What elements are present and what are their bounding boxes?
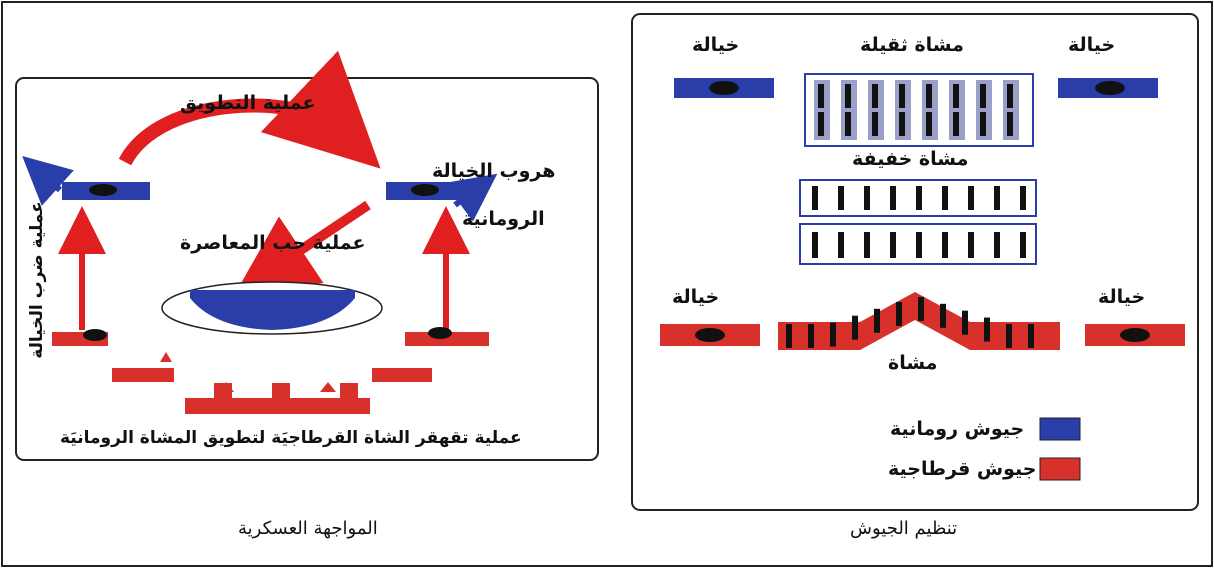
soldier-icon <box>830 322 836 347</box>
right-panel-frame <box>631 13 1199 511</box>
right-panel-caption: تنظيم الجيوش <box>850 518 958 539</box>
soldier-icon <box>838 232 844 258</box>
cavalry-bottom-left-label: خيالة <box>672 286 720 308</box>
encirclement-label: عملية التطويق <box>180 92 316 114</box>
soldier-icon <box>852 315 858 340</box>
soldier-icon <box>962 310 968 335</box>
soldier-icon <box>845 112 851 136</box>
soldier-icon <box>864 232 870 258</box>
soldier-icon <box>926 112 932 136</box>
soldier-icon <box>1006 324 1012 348</box>
carthage-infantry-crescent <box>112 352 432 414</box>
soldier-icon <box>899 84 905 108</box>
soldier-icon <box>916 186 922 210</box>
soldier-icon <box>812 186 818 210</box>
soldier-icon <box>890 186 896 210</box>
soldier-icon <box>808 324 814 348</box>
contemporary-op-label: عملية حب المعاصرة <box>180 232 366 254</box>
soldier-icon <box>984 317 990 342</box>
soldier-icon <box>872 84 878 108</box>
soldier-icon <box>968 232 974 258</box>
soldier-icon <box>864 186 870 210</box>
soldier-icon <box>838 186 844 210</box>
heavy-infantry-soldiers <box>814 80 1019 140</box>
soldier-icon <box>1020 186 1026 210</box>
soldier-icon <box>916 232 922 258</box>
carthage-cavalry-right <box>405 332 489 346</box>
legend-swatch-carthage <box>1039 457 1081 481</box>
soldier-icon <box>994 186 1000 210</box>
horse-icons-bottom <box>83 327 452 341</box>
soldier-icon <box>980 112 986 136</box>
light-infantry-label: مشاة خفيفة <box>852 148 969 170</box>
soldier-icon <box>942 186 948 210</box>
soldier-icon <box>994 232 1000 258</box>
soldier-icon <box>926 84 932 108</box>
soldier-icon <box>953 84 959 108</box>
heavy-infantry-label: مشاة ثقيلة <box>860 34 964 56</box>
soldier-icon <box>890 232 896 258</box>
soldier-icon <box>818 112 824 136</box>
soldier-icon <box>1007 84 1013 108</box>
soldier-icon <box>1020 232 1026 258</box>
horse-icons-top <box>89 184 439 196</box>
cavalry-top-left-label: خيالة <box>692 34 740 56</box>
contemporary-arrow <box>234 200 371 295</box>
infantry-label: مشاة <box>888 352 938 374</box>
soldier-icon <box>872 112 878 136</box>
cavalry-strike-label: عملية ضرب الخيالة <box>26 201 47 359</box>
heavy-infantry-block <box>804 73 1034 147</box>
encirclement-arrow <box>118 50 381 169</box>
soldier-icon <box>818 84 824 108</box>
soldier-icon <box>896 301 902 326</box>
light-infantry-soldiers <box>812 186 1026 258</box>
soldier-icon <box>968 186 974 210</box>
legend-swatch-roman <box>1039 417 1081 441</box>
soldier-icon <box>1007 112 1013 136</box>
soldier-icon <box>899 112 905 136</box>
left-panel-caption: المواجهة العسكرية <box>238 518 378 539</box>
soldier-icon <box>942 232 948 258</box>
legend-label-carthage: جيوش قرطاجية <box>888 458 1037 480</box>
legend-label-roman: جيوش رومانية <box>890 418 1025 440</box>
roman-infantry-block <box>190 290 355 330</box>
soldier-icon <box>980 84 986 108</box>
soldier-icon <box>786 324 792 348</box>
infantry-retreat-label: عملية تقهقر الشاة القرطاجيَة لتطويق المش… <box>60 428 522 448</box>
soldier-icon <box>874 308 880 333</box>
cavalry-top-right-label: خيالة <box>1068 34 1116 56</box>
soldier-icon <box>918 296 924 321</box>
soldier-icon <box>940 303 946 328</box>
soldier-icon <box>845 84 851 108</box>
cavalry-escape-label-1: هروب الخيالة <box>432 160 556 182</box>
soldier-icon <box>953 112 959 136</box>
escape-arrow-left <box>22 155 74 206</box>
carthage-infantry-soldiers <box>786 296 1034 348</box>
soldier-icon <box>812 232 818 258</box>
cavalry-bottom-right-label: خيالة <box>1098 286 1146 308</box>
soldier-icon <box>1028 324 1034 348</box>
cavalry-escape-label-2: الرومانية <box>462 208 545 230</box>
